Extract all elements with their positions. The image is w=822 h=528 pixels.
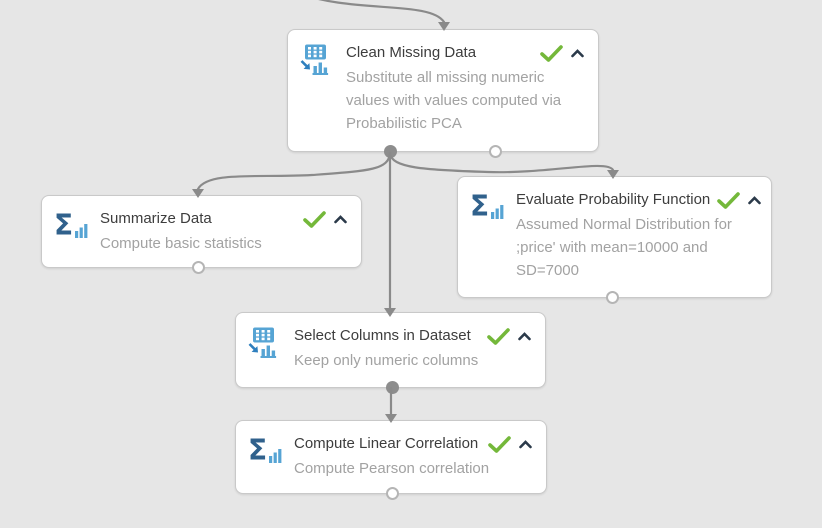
statistics-sigma-icon: Σ xyxy=(248,434,282,467)
module-description: Assumed Normal Distribution for ;price' … xyxy=(516,216,732,279)
output-port-1[interactable] xyxy=(606,291,619,304)
module-title: Select Columns in Dataset xyxy=(294,327,471,344)
module-node-select-columns-in-dataset[interactable]: Select Columns in Dataset Keep only nume… xyxy=(235,312,546,394)
module-title: Evaluate Probability Function xyxy=(516,191,711,208)
output-port-2[interactable] xyxy=(489,145,502,158)
module-description: Keep only numeric columns xyxy=(294,352,479,369)
status-check-icon xyxy=(303,210,326,228)
status-check-icon xyxy=(488,435,511,453)
output-port-1[interactable] xyxy=(192,261,205,274)
edge-clean-to-evaluate-probability[interactable] xyxy=(388,151,615,174)
module-node-evaluate-probability-function[interactable]: Σ Evaluate Probability Function xyxy=(457,176,772,304)
edge-incoming-to-clean-missing-data[interactable] xyxy=(296,0,446,24)
module-node-summarize-data[interactable]: Σ Summarize Data xyxy=(41,195,362,274)
collapse-chevron-icon[interactable] xyxy=(518,438,533,451)
edge-clean-to-summarize[interactable] xyxy=(196,151,392,191)
output-port-1[interactable] xyxy=(384,145,397,158)
status-check-icon xyxy=(540,44,563,62)
data-transformation-icon xyxy=(300,44,334,76)
status-check-icon xyxy=(717,191,741,209)
collapse-chevron-icon[interactable] xyxy=(333,213,348,226)
svg-text:Σ: Σ xyxy=(248,435,267,465)
data-transformation-icon xyxy=(248,327,282,359)
module-node-compute-linear-correlation[interactable]: Σ Compute Linear Correlation xyxy=(235,420,547,500)
output-port-1[interactable] xyxy=(386,487,399,500)
statistics-sigma-icon: Σ xyxy=(470,190,504,223)
svg-text:Σ: Σ xyxy=(54,210,73,240)
module-description: Substitute all missing numeric values wi… xyxy=(346,69,562,132)
module-description: Compute Pearson correlation xyxy=(294,460,490,477)
module-node-clean-missing-data[interactable]: Clean Missing Data Substitute all missin… xyxy=(287,29,599,158)
module-title: Summarize Data xyxy=(100,210,212,227)
collapse-chevron-icon[interactable] xyxy=(517,330,532,343)
status-check-icon xyxy=(487,327,510,345)
module-title: Clean Missing Data xyxy=(346,44,477,61)
collapse-chevron-icon[interactable] xyxy=(747,194,762,207)
svg-text:Σ: Σ xyxy=(470,191,489,221)
module-title: Compute Linear Correlation xyxy=(294,435,479,452)
collapse-chevron-icon[interactable] xyxy=(570,47,585,60)
module-description: Compute basic statistics xyxy=(100,235,262,252)
output-port-1[interactable] xyxy=(386,381,399,394)
statistics-sigma-icon: Σ xyxy=(54,209,88,242)
